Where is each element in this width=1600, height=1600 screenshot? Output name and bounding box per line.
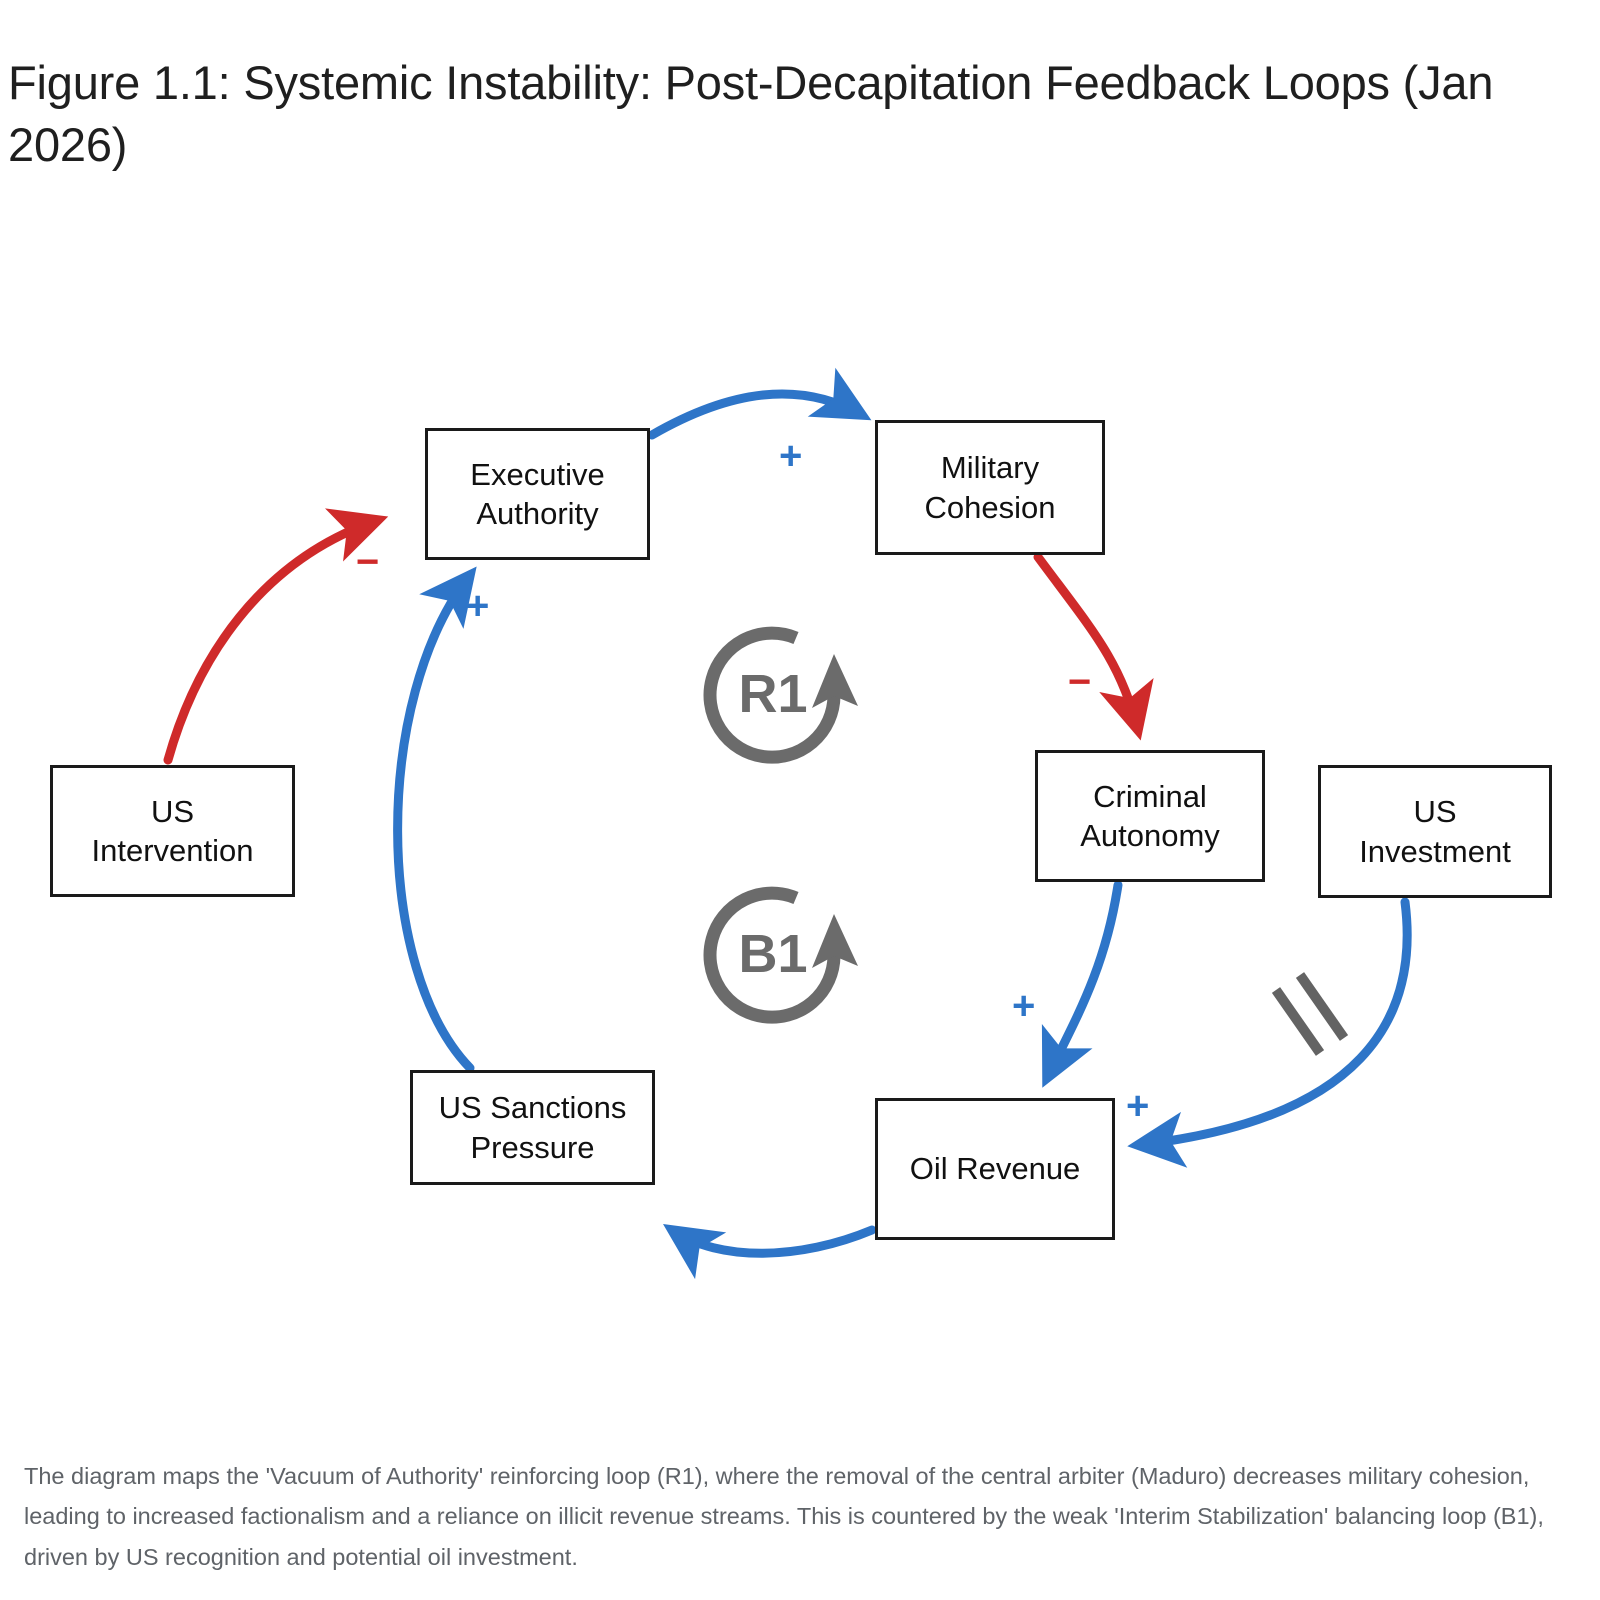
node-label-executive-authority: Executive Authority	[470, 456, 605, 531]
link-oil-revenue-to-us-sanctions-pressure	[663, 1224, 877, 1280]
polarity-sign-criminal-to-oil: +	[1012, 984, 1036, 1028]
node-label-us-sanctions-pressure: US Sanctions Pressure	[438, 1090, 627, 1165]
polarity-sign-sanctions-to-executive: +	[466, 584, 490, 628]
node-label-oil-revenue: Oil Revenue	[909, 1151, 1081, 1187]
loop-marker-b1: B1	[692, 878, 862, 1038]
causal-loop-diagram: Executive Authority Military Cohesion US…	[0, 230, 1600, 1420]
node-executive-authority[interactable]: Executive Authority	[425, 428, 650, 560]
link-us-sanctions-pressure-to-executive-authority	[393, 566, 477, 1073]
delay-mark-icon	[1271, 972, 1349, 1056]
polarity-sign-investment-to-oil: +	[1126, 1084, 1150, 1128]
page-title: Figure 1.1: Systemic Instability: Post-D…	[8, 56, 1507, 172]
link-military-cohesion-to-criminal-autonomy	[1033, 552, 1154, 741]
figure-caption: The diagram maps the 'Vacuum of Authorit…	[24, 1463, 1551, 1570]
polarity-sign-intervention-to-executive: −	[356, 540, 380, 584]
link-executive-authority-to-military-cohesion	[647, 367, 872, 440]
node-us-intervention[interactable]: US Intervention	[50, 765, 295, 897]
node-military-cohesion[interactable]: Military Cohesion	[875, 420, 1105, 555]
loop-marker-label-r1: R1	[738, 664, 807, 724]
node-label-us-intervention: US Intervention	[91, 793, 254, 868]
node-label-military-cohesion: Military Cohesion	[924, 450, 1056, 525]
node-label-us-investment: US Investment	[1359, 794, 1511, 869]
link-criminal-autonomy-to-oil-revenue	[1041, 880, 1123, 1088]
node-criminal-autonomy[interactable]: Criminal Autonomy	[1035, 750, 1265, 882]
node-us-sanctions-pressure[interactable]: US Sanctions Pressure	[410, 1070, 655, 1185]
polarity-sign-military-to-criminal: −	[1068, 660, 1092, 704]
diagram-canvas	[163, 367, 1412, 1280]
loop-marker-label-b1: B1	[738, 924, 807, 984]
polarity-sign-executive-to-military: +	[779, 434, 803, 478]
link-us-investment-to-oil-revenue	[1127, 897, 1412, 1168]
node-us-investment[interactable]: US Investment	[1318, 765, 1552, 898]
node-oil-revenue[interactable]: Oil Revenue	[875, 1098, 1115, 1240]
loop-marker-r1: R1	[692, 618, 862, 778]
link-us-intervention-to-executive-authority	[163, 508, 389, 765]
node-label-criminal-autonomy: Criminal Autonomy	[1080, 778, 1220, 853]
